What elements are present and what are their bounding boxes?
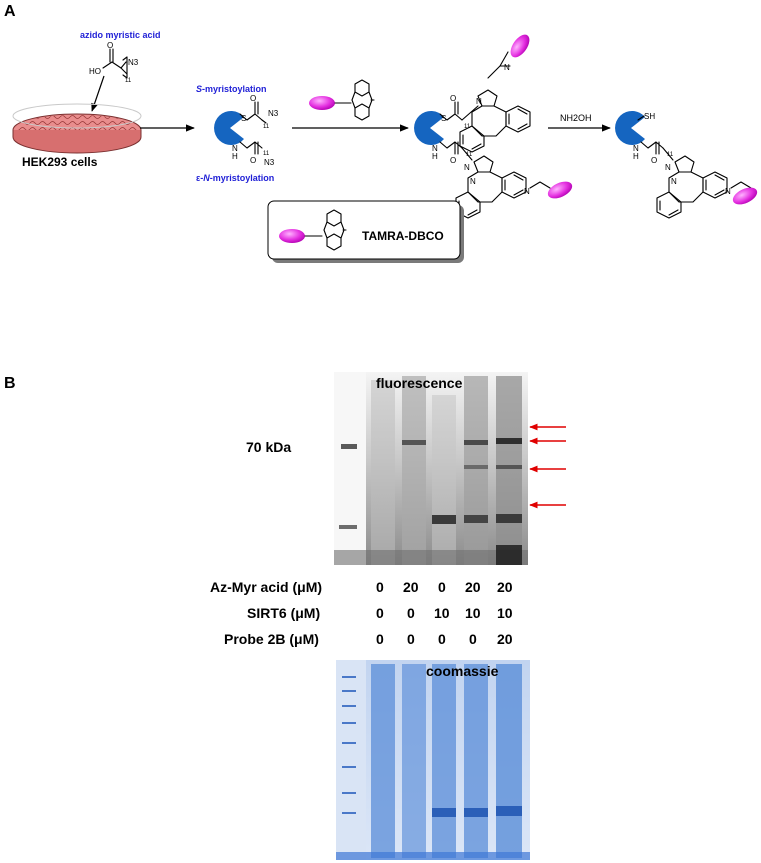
fluorescence-label: fluorescence <box>376 375 463 391</box>
cell: 20 <box>465 579 481 595</box>
svg-text:N: N <box>232 144 238 153</box>
fluorescence-gel <box>334 372 528 565</box>
cell: 0 <box>407 631 415 647</box>
svg-text:N: N <box>665 163 671 172</box>
cell: 0 <box>438 579 446 595</box>
panel-b-label: B <box>4 375 16 392</box>
svg-text:N: N <box>524 187 530 196</box>
condition-table: Az-Myr acid (μM) 0 20 0 20 20 SIRT6 (μM)… <box>210 579 513 647</box>
petri-dish-icon <box>12 103 142 154</box>
row-label-az-myr: Az-Myr acid (μM) <box>210 579 322 595</box>
svg-text:N3: N3 <box>128 58 139 67</box>
svg-text:N3: N3 <box>268 109 279 118</box>
row-label-probe: Probe 2B (μM) <box>224 631 319 647</box>
myristoyl-chains-1: S O N3 11 N H O N3 11 <box>232 94 279 167</box>
clicked-product-structure: S O 11 N N N H O 11 N N N <box>432 31 575 219</box>
svg-text:N: N <box>432 144 438 153</box>
protein-icon-1 <box>214 111 244 145</box>
panel-a-label: A <box>4 3 16 20</box>
svg-text:S: S <box>441 114 446 123</box>
svg-text:11: 11 <box>466 152 473 158</box>
tamra-tag-icon-reagent <box>309 96 335 110</box>
coomassie-gel <box>336 660 530 860</box>
svg-text:11: 11 <box>464 124 471 130</box>
hydroxylamine-label: NH2OH <box>560 113 592 123</box>
tamra-tag-icon <box>279 229 305 243</box>
final-product-structure: SH N H O 11 N N N <box>633 112 760 219</box>
s-myristoylation-label: S-myristoylation <box>196 84 267 94</box>
svg-text:H: H <box>232 152 238 161</box>
svg-text:N: N <box>470 177 476 186</box>
cell: 0 <box>376 631 384 647</box>
svg-text:O: O <box>450 94 456 103</box>
svg-text:O: O <box>250 156 256 165</box>
cell: 20 <box>497 631 513 647</box>
svg-text:O: O <box>107 41 113 50</box>
reagent-label: azido myristic acid <box>80 30 161 40</box>
coomassie-label: coomassie <box>426 663 499 679</box>
svg-text:11: 11 <box>125 78 132 84</box>
cell: 0 <box>469 631 477 647</box>
svg-text:H: H <box>633 152 639 161</box>
cell: 0 <box>438 631 446 647</box>
svg-text:N3: N3 <box>264 158 275 167</box>
svg-text:N: N <box>671 177 677 186</box>
svg-text:O: O <box>450 156 456 165</box>
n-myristoylation-label: ε-N-myristoylation <box>196 173 274 183</box>
reagent-arrow <box>91 75 105 112</box>
svg-text:H: H <box>432 152 438 161</box>
probe-box <box>267 200 461 260</box>
probe-box-label: TAMRA-DBCO <box>362 229 444 243</box>
protein-icon-3 <box>615 111 645 145</box>
cell: 20 <box>497 579 513 595</box>
protein-icon-2 <box>414 111 444 145</box>
svg-text:N: N <box>476 97 482 106</box>
svg-text:N: N <box>633 144 639 153</box>
dbco-icon-reagent <box>351 79 375 121</box>
cell: 10 <box>434 605 450 621</box>
cell: 10 <box>465 605 481 621</box>
svg-text:O: O <box>250 94 256 103</box>
svg-text:N: N <box>725 187 731 196</box>
azido-myristic-acid-structure: O HO N3 11 <box>89 41 139 84</box>
row-label-sirt6: SIRT6 (μM) <box>247 605 320 621</box>
svg-text:N: N <box>504 63 510 72</box>
cell: 20 <box>403 579 419 595</box>
svg-text:SH: SH <box>644 112 655 121</box>
cell: 10 <box>497 605 513 621</box>
svg-text:11: 11 <box>263 124 270 130</box>
svg-text:HO: HO <box>89 67 101 76</box>
svg-text:O: O <box>651 156 657 165</box>
svg-text:S: S <box>241 114 246 123</box>
svg-text:N: N <box>464 163 470 172</box>
svg-text:11: 11 <box>667 152 674 158</box>
cell: 0 <box>376 579 384 595</box>
marker-label: 70 kDa <box>246 439 291 455</box>
svg-text:11: 11 <box>263 151 270 157</box>
cell: 0 <box>407 605 415 621</box>
band-arrows <box>529 423 566 509</box>
cells-label: HEK293 cells <box>22 155 98 169</box>
cell: 0 <box>376 605 384 621</box>
